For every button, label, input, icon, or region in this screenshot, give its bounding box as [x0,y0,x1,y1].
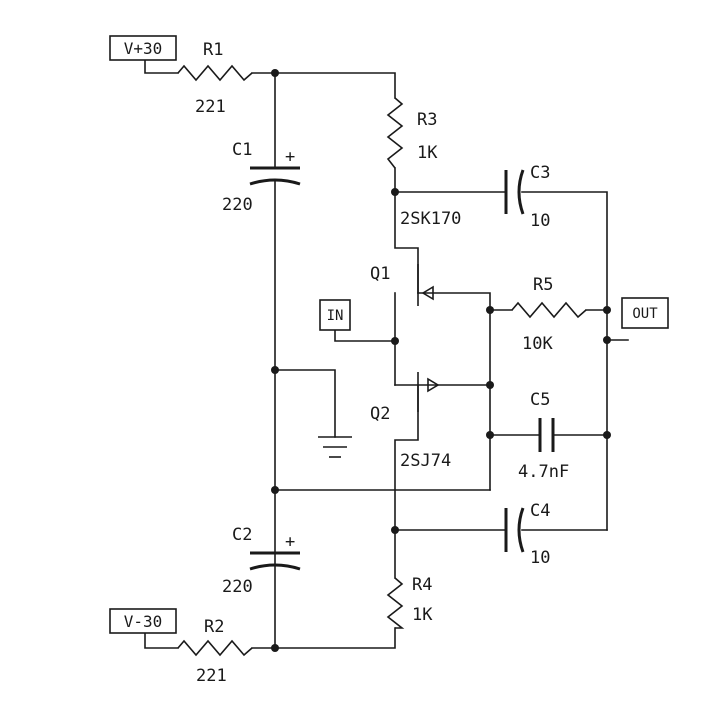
resistor-r1: R1 221 [177,40,253,117]
junction-dot [486,381,494,389]
junction-dot [391,188,399,196]
junction-dot [271,644,279,652]
r3-ref: R3 [417,110,437,130]
r4-value: 1K [412,605,433,625]
port-vplus: V+30 [109,35,177,61]
capacitor-c3: C3 10 [504,163,550,231]
junction-dot [271,69,279,77]
junction-dot [603,431,611,439]
q1-part: 2SK170 [400,209,461,229]
r5-value: 10K [522,334,553,354]
q1-gate-arrow-icon [421,285,434,301]
c2-value: 220 [222,577,253,597]
port-out: OUT [621,297,669,329]
q2-part: 2SJ74 [400,451,451,471]
r2-value: 221 [196,666,227,686]
c1-value: 220 [222,195,253,215]
c2-polarity: + [285,532,295,552]
q2-ref: Q2 [370,404,390,424]
capacitor-c4: C4 10 [504,501,550,568]
junctions [271,69,611,652]
c5-ref: C5 [530,390,550,410]
capacitor-c2: + C2 220 [222,525,301,597]
c3-value: 10 [530,211,550,231]
r5-ref: R5 [533,275,553,295]
r1-ref: R1 [203,40,223,60]
junction-dot [271,366,279,374]
port-vplus-label: V+30 [124,39,163,58]
junction-dot [486,431,494,439]
c3-ref: C3 [530,163,550,183]
port-vminus-label: V-30 [124,612,163,631]
q1-ref: Q1 [370,264,390,284]
c2-ref: C2 [232,525,252,545]
wires [144,57,629,649]
port-in: IN [319,299,351,331]
r2-ref: R2 [204,617,224,637]
c4-value: 10 [530,548,550,568]
junction-dot [603,306,611,314]
c1-ref: C1 [232,140,252,160]
transistor-q2: Q2 2SJ74 [370,372,451,471]
capacitor-c1: + C1 220 [222,140,301,215]
c1-polarity: + [285,147,295,167]
q2-gate-arrow-icon [427,377,440,393]
junction-dot [271,486,279,494]
junction-dot [603,336,611,344]
r4-ref: R4 [412,575,432,595]
resistor-r4: R4 1K [386,575,433,629]
resistor-r3: R3 1K [386,97,438,169]
transistor-q1: 2SK170 Q1 [370,209,461,306]
junction-dot [486,306,494,314]
port-vminus: V-30 [109,608,177,634]
junction-dot [391,337,399,345]
resistor-r2: R2 221 [177,617,253,686]
port-out-label: OUT [632,306,658,322]
c4-ref: C4 [530,501,550,521]
ground-icon [318,436,352,458]
capacitor-c5: C5 4.7nF [518,390,569,482]
port-in-label: IN [327,308,344,324]
r1-value: 221 [195,97,226,117]
resistor-r5: R5 10K [511,275,587,354]
r3-value: 1K [417,143,438,163]
junction-dot [391,526,399,534]
c5-value: 4.7nF [518,462,569,482]
